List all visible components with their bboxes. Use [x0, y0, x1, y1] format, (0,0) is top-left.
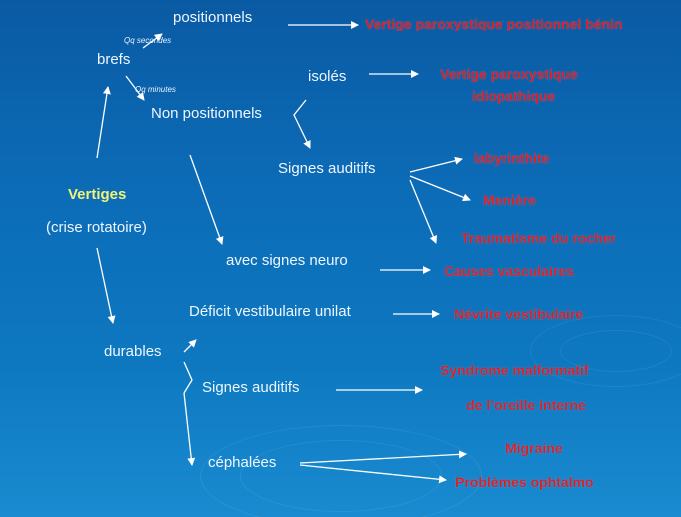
node-vertiges: Vertiges [68, 186, 127, 203]
node-deficit-vestibulaire: Déficit vestibulaire unilat [189, 303, 351, 320]
node-signes-auditifs-durables: Signes auditifs [202, 379, 300, 396]
outcome-migraine: Migraine [505, 440, 563, 456]
node-non-positionnels: Non positionnels [151, 105, 262, 122]
outcome-problemes-ophtalmo: Problèmes ophtalmo [455, 474, 594, 490]
node-brefs: brefs [97, 51, 131, 68]
outcome-nevrite: Névrite vestibulaire [454, 306, 584, 322]
label-qq-secondes: Qq secondes [124, 36, 172, 45]
outcome-malformatif-line2: de l’oreille interne [466, 397, 586, 413]
node-durables: durables [104, 343, 162, 360]
outcome-vppb: Vertige paroxystique positionnel bénin [365, 17, 623, 31]
node-crise-rotatoire: (crise rotatoire) [46, 219, 147, 236]
outcome-labyrinthite: labyrinthite [474, 150, 550, 166]
outcome-traumatisme: Traumatisme du rocher [461, 230, 616, 246]
outcome-vpi-line1: Vertige paroxystique [440, 66, 578, 82]
node-avec-signes-neuro: avec signes neuro [226, 252, 348, 269]
outcome-meniere: Menière [483, 192, 536, 208]
label-qq-minutes: Qq minutes [135, 85, 176, 94]
node-isoles: isolés [308, 68, 347, 85]
node-signes-auditifs: Signes auditifs [278, 160, 376, 177]
node-cephalees: céphalées [208, 454, 277, 471]
node-positionnels: positionnels [173, 9, 253, 26]
outcome-causes-vasculaires: Causes vasculaires [444, 263, 574, 279]
outcome-vpi-line2: idiopathique [472, 88, 556, 104]
outcome-malformatif-line1: Syndrome malformatif [440, 362, 589, 378]
